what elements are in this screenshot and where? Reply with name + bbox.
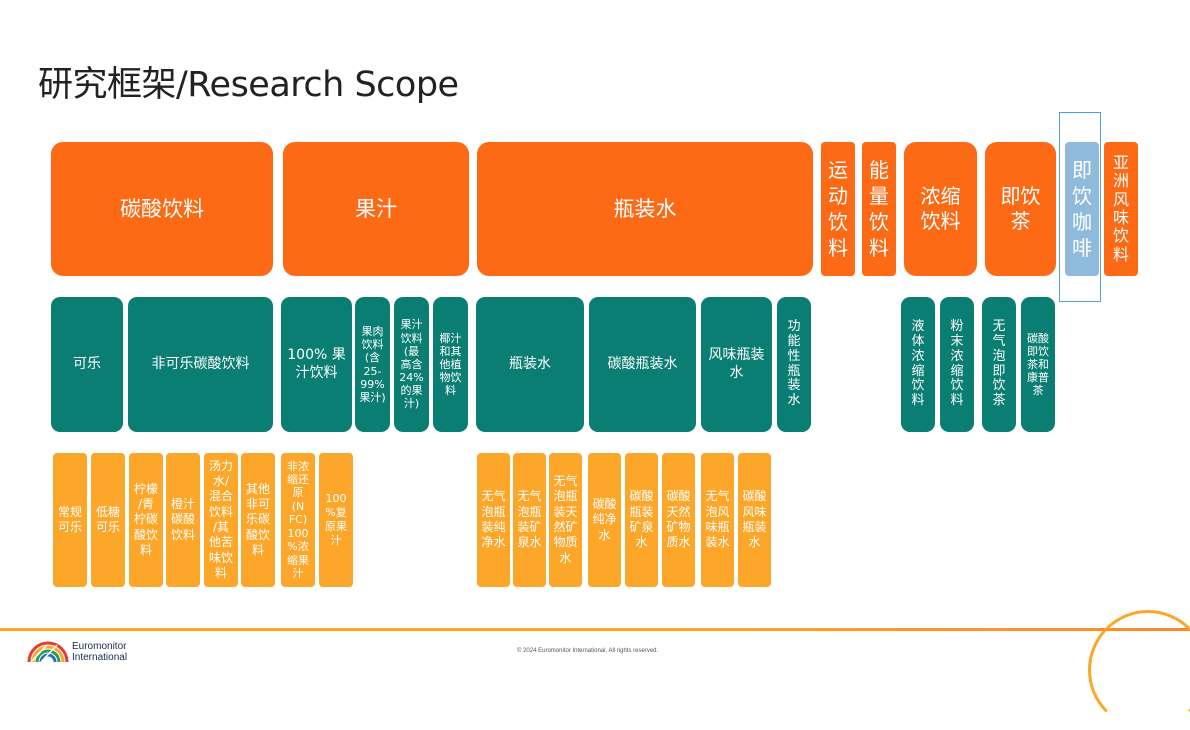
euromonitor-logo-icon [27, 641, 69, 663]
sub-juice-drinks[interactable]: 果汁 饮料 (最 高含 24% 的果 汁) [394, 297, 429, 432]
sub-100-juice[interactable]: 100% 果 汁饮料 [281, 297, 352, 432]
category-rtd-tea[interactable]: 即饮 茶 [985, 142, 1056, 276]
copyright-text: © 2024 Euromonitor International. All ri… [517, 648, 659, 654]
selection-highlight [1059, 112, 1101, 302]
category-juice[interactable]: 果汁 [283, 142, 469, 276]
leaf-carbonated-spring[interactable]: 碳酸 瓶装 矿泉 水 [625, 453, 658, 587]
leaf-still-purified[interactable]: 无气 泡瓶 装纯 净水 [477, 453, 510, 587]
leaf-still-mineral[interactable]: 无气 泡瓶 装天 然矿 物质 水 [549, 453, 582, 587]
page-title: 研究框架/Research Scope [38, 65, 459, 105]
leaf-reconstituted-juice[interactable]: 100 %复 原果 汁 [319, 453, 353, 587]
leaf-still-spring[interactable]: 无气 泡瓶 装矿 泉水 [513, 453, 546, 587]
sub-flavoured-water[interactable]: 风味瓶装 水 [701, 297, 772, 432]
category-energy-drinks[interactable]: 能 量 饮 料 [862, 142, 896, 276]
leaf-carbonated-mineral[interactable]: 碳酸 天然 矿物 质水 [662, 453, 695, 587]
sub-cola[interactable]: 可乐 [51, 297, 123, 432]
sub-nectars[interactable]: 果肉 饮料 (含 25- 99% 果汁) [355, 297, 390, 432]
leaf-regular-cola[interactable]: 常规 可乐 [53, 453, 87, 587]
category-carbonated[interactable]: 碳酸饮料 [51, 142, 273, 276]
leaf-still-flavoured[interactable]: 无气 泡风 味瓶 装水 [701, 453, 734, 587]
leaf-other-non-cola[interactable]: 其他 非可 乐碳 酸饮 料 [241, 453, 275, 587]
category-bottled-water[interactable]: 瓶装水 [477, 142, 813, 276]
leaf-orange-carbonates[interactable]: 橙汁 碳酸 饮料 [166, 453, 200, 587]
leaf-nfc-juice[interactable]: 非浓 缩还 原 (N FC) 100 %浓 缩果 汁 [281, 453, 315, 587]
category-rtd-coffee[interactable]: 即 饮 咖 啡 [1065, 142, 1099, 276]
sub-non-cola[interactable]: 非可乐碳酸饮料 [128, 297, 273, 432]
category-concentrates[interactable]: 浓缩 饮料 [904, 142, 977, 276]
sub-powder-concentrates[interactable]: 粉 末 浓 缩 饮 料 [940, 297, 974, 432]
sub-coconut-plant[interactable]: 椰汁 和其 他植 物饮 料 [433, 297, 468, 432]
leaf-carbonated-flavoured[interactable]: 碳酸 风味 瓶装 水 [738, 453, 771, 587]
sub-carbonated-water[interactable]: 碳酸瓶装水 [589, 297, 696, 432]
category-sports-drinks[interactable]: 运 动 饮 料 [821, 142, 855, 276]
leaf-lemonade-lime[interactable]: 柠檬 /青 柠碳 酸饮 料 [129, 453, 163, 587]
footer-divider [0, 628, 1190, 631]
decorative-arc [1088, 610, 1190, 730]
sub-still-water[interactable]: 瓶装水 [476, 297, 584, 432]
category-asian-specialty[interactable]: 亚 洲 风 味 饮 料 [1104, 142, 1138, 276]
leaf-carbonated-purified[interactable]: 碳酸 纯净 水 [588, 453, 621, 587]
sub-still-rtd-tea[interactable]: 无 气 泡 即 饮 茶 [982, 297, 1016, 432]
leaf-tonic-mixers[interactable]: 汤力 水/ 混合 饮料 /其 他苦 味饮 料 [204, 453, 238, 587]
sub-carbonated-tea-kombucha[interactable]: 碳酸 即饮 茶和 康普 茶 [1021, 297, 1055, 432]
brand-name: Euromonitor International [72, 641, 128, 663]
sub-liquid-concentrates[interactable]: 液 体 浓 缩 饮 料 [901, 297, 935, 432]
sub-functional-water[interactable]: 功 能 性 瓶 装 水 [777, 297, 811, 432]
leaf-low-cal-cola[interactable]: 低糖 可乐 [91, 453, 125, 587]
